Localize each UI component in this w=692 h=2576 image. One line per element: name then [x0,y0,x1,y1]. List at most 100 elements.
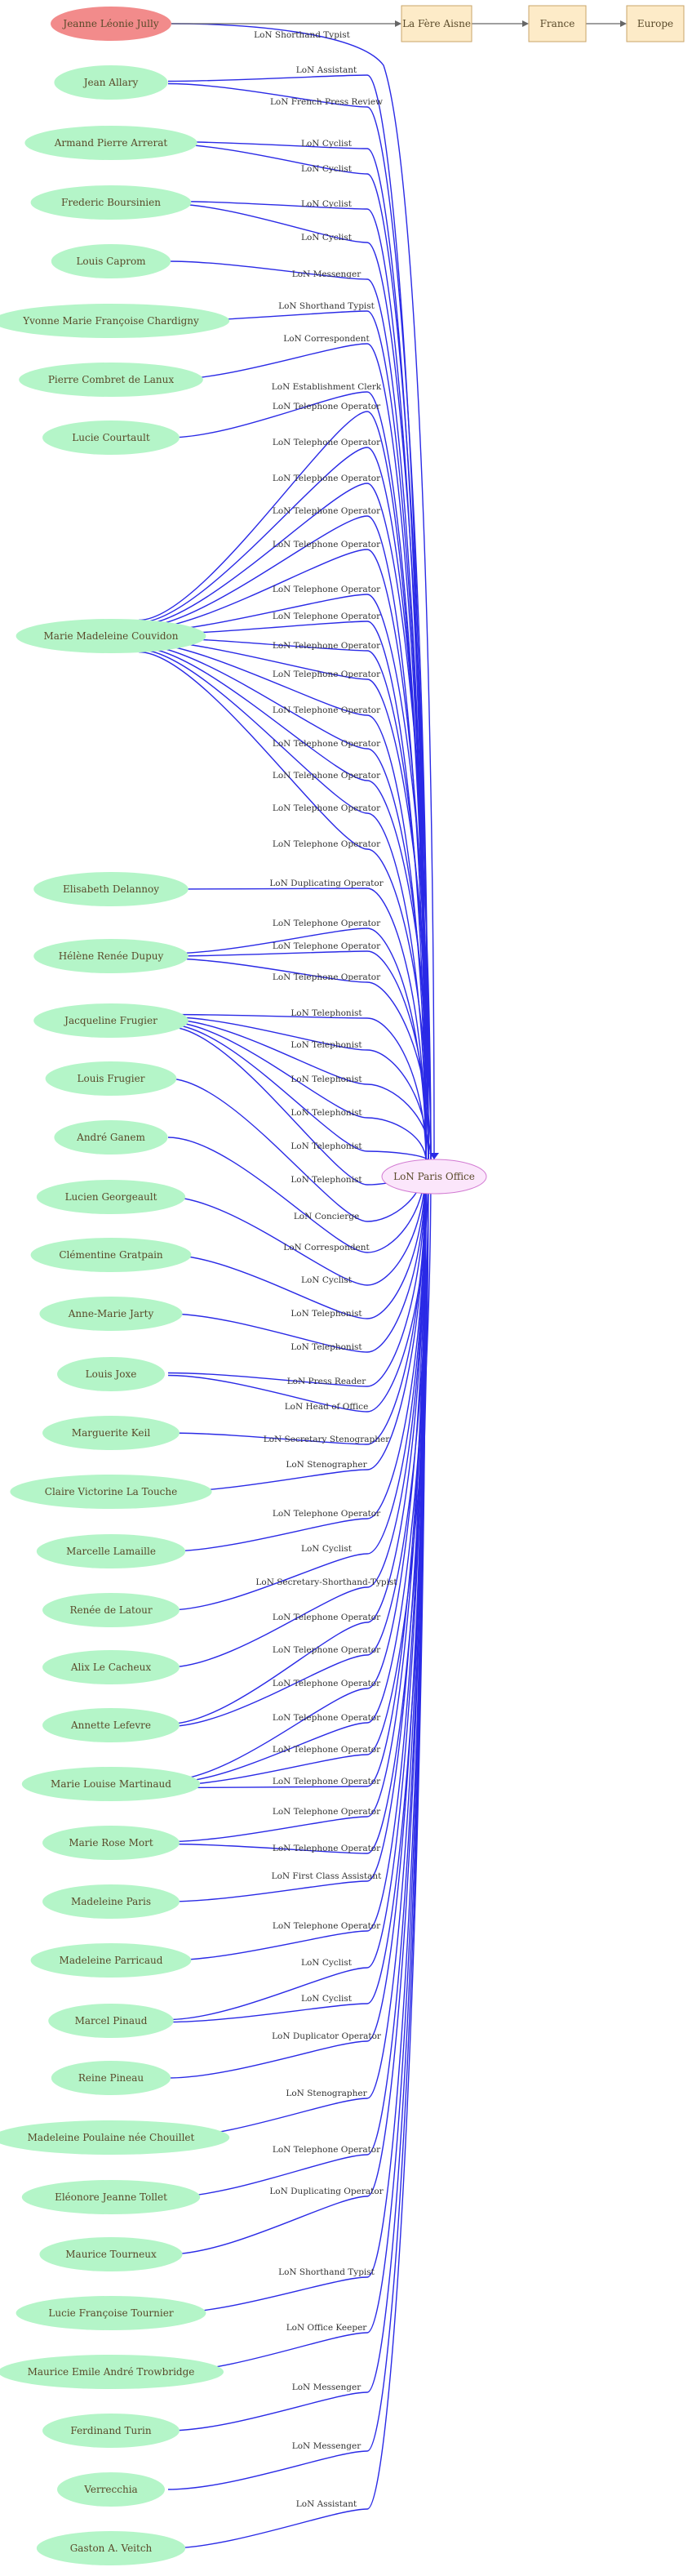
person-label: Yvonne Marie Françoise Chardigny [22,315,199,327]
person-node-madeleine-paris[interactable]: Madeleine Paris [42,1884,180,1919]
person-node-marie-louise-martinaud[interactable]: Marie Louise Martinaud [21,1767,201,1801]
person-node-alix-le-cacheux[interactable]: Alix Le Cacheux [42,1650,180,1684]
person-ellipse [19,363,203,397]
person-node-el-onore-jeanne-tollet[interactable]: Eléonore Jeanne Tollet [21,2180,201,2214]
edge-label-marie-rose-mort-0: LoN Telephone Operator [273,1807,381,1817]
edge-focus-person [171,23,435,1160]
person-node-cl-mentine-gratpain[interactable]: Clémentine Gratpain [30,1238,192,1272]
person-ellipse [21,1767,201,1801]
place-edges-layer [171,20,627,27]
edge-label-elisabeth-delannoy-0: LoN Duplicating Operator [269,879,384,888]
place-node-europe[interactable]: Europe [626,5,685,42]
person-label: Madeleine Paris [71,1896,151,1907]
edge-label-maurice-emile-andr-trowbridge-0: LoN Office Keeper [286,2323,368,2333]
person-node-marcel-pinaud[interactable]: Marcel Pinaud [48,2004,174,2038]
person-node-maurice-emile-andr-trowbridge[interactable]: Maurice Emile André Trowbridge [0,2355,224,2389]
edge-marie-madeleine-couvidon-8 [138,638,432,1162]
person-node-ren-e-de-latour[interactable]: Renée de Latour [42,1593,180,1627]
edge-jacqueline-frugier-2 [167,1018,432,1162]
person-label: Annette Lefevre [70,1720,151,1731]
place-node-france[interactable]: France [528,5,587,42]
person-node-ferdinand-turin[interactable]: Ferdinand Turin [42,2414,180,2448]
edge-label-lucie-fran-oise-tournier-0: LoN Shorthand Typist [278,2267,375,2277]
person-node-louis-frugier[interactable]: Louis Frugier [45,1061,177,1096]
office-node[interactable]: LoN Paris Office [381,1159,487,1195]
person-label: André Ganem [76,1132,145,1143]
person-node-marcelle-lamaille[interactable]: Marcelle Lamaille [36,1534,186,1568]
person-node-marguerite-keil[interactable]: Marguerite Keil [42,1416,180,1450]
edge-label-marie-louise-martinaud-2: LoN Telephone Operator [273,1745,381,1755]
edge-label-madeleine-poulaine-n-e-chouillet-0: LoN Stenographer [286,2089,367,2098]
person-ellipse [48,2004,174,2038]
person-node-madeleine-parricaud[interactable]: Madeleine Parricaud [30,1943,192,1978]
person-node-elisabeth-delannoy[interactable]: Elisabeth Delannoy [33,872,189,906]
person-node-marie-madeleine-couvidon[interactable]: Marie Madeleine Couvidon [16,619,206,653]
edge-lucie-fran-oise-tournier-0 [167,1160,427,2314]
person-ellipse [54,65,168,100]
person-label: Maurice Emile André Trowbridge [28,2366,195,2378]
edge-marie-louise-martinaud-3 [167,1160,427,1789]
place-label-europe: Europe [637,18,673,29]
edge-el-onore-jeanne-tollet-0 [167,1160,427,2198]
person-node-lucie-courtault[interactable]: Lucie Courtault [42,420,180,455]
edge-marcelle-lamaille-0 [167,1160,427,1552]
edge-andr-ganem-0 [167,1137,427,1253]
edge-label-marie-madeleine-couvidon-13: LoN Telephone Operator [273,839,381,849]
edge-label-marguerite-keil-0: LoN Secretary Stenographer [264,1435,391,1444]
person-node-jean-allary[interactable]: Jean Allary [54,65,168,100]
person-node-claire-victorine-la-touche[interactable]: Claire Victorine La Touche [10,1475,212,1509]
person-label: Frederic Boursinien [61,197,161,208]
person-node-lucien-georgeault[interactable]: Lucien Georgeault [36,1180,186,1214]
person-node-h-l-ne-ren-e-dupuy[interactable]: Hélène Renée Dupuy [33,939,189,973]
edge-marie-louise-martinaud-1 [167,1160,429,1784]
person-node-annette-lefevre[interactable]: Annette Lefevre [42,1708,180,1742]
person-node-frederic-boursinien[interactable]: Frederic Boursinien [30,185,192,220]
person-label: Armand Pierre Arrerat [54,137,168,149]
person-node-louis-joxe[interactable]: Louis Joxe [57,1357,165,1391]
edge-madeleine-poulaine-n-e-chouillet-0 [167,1160,427,2138]
person-label: Clémentine Gratpain [59,1249,163,1261]
person-node-maurice-tourneux[interactable]: Maurice Tourneux [39,2237,183,2271]
edge-marie-madeleine-couvidon-10 [138,643,429,1162]
person-node-lucie-fran-oise-tournier[interactable]: Lucie Françoise Tournier [16,2296,206,2330]
edge-label-louis-joxe-1: LoN Head of Office [285,1402,369,1412]
edge-frederic-boursinien-0 [167,200,427,1162]
edge-label-marie-madeleine-couvidon-1: LoN Telephone Operator [273,438,381,447]
person-node-reine-pineau[interactable]: Reine Pineau [51,2061,171,2095]
person-node-verrecchia[interactable]: Verrecchia [57,2472,165,2507]
focus-person-node[interactable]: Jeanne Léonie Jully [51,7,171,41]
person-label: Lucie Françoise Tournier [48,2307,173,2319]
person-label: Marie Louise Martinaud [51,1778,171,1790]
person-node-jacqueline-frugier[interactable]: Jacqueline Frugier [33,1003,189,1038]
edge-label-marie-rose-mort-1: LoN Telephone Operator [273,1844,381,1853]
edge-label-jacqueline-frugier-0: LoN Telephonist [291,1008,362,1018]
edge-marguerite-keil-0 [167,1160,427,1445]
edge-marie-madeleine-couvidon-13 [138,651,429,1162]
person-node-gaston-a-veitch[interactable]: Gaston A. Veitch [36,2531,186,2565]
edge-label-marie-louise-martinaud-1: LoN Telephone Operator [273,1713,381,1723]
person-node-andr-ganem[interactable]: André Ganem [54,1120,168,1155]
edge-label-annette-lefevre-0: LoN Telephone Operator [273,1613,381,1622]
person-node-pierre-combret-de-lanux[interactable]: Pierre Combret de Lanux [19,363,203,397]
person-node-yvonne-marie-fran-oise-chardigny[interactable]: Yvonne Marie Françoise Chardigny [0,304,230,338]
edge-marie-madeleine-couvidon-2 [138,483,432,1162]
person-node-marie-rose-mort[interactable]: Marie Rose Mort [42,1826,180,1860]
edge-label-louis-caprom-0: LoN Messenger [292,269,362,279]
person-ellipse [30,1943,192,1978]
person-node-madeleine-poulaine-n-e-chouillet[interactable]: Madeleine Poulaine née Chouillet [0,2120,230,2155]
person-ellipse [36,1534,186,1568]
edge-label-marie-madeleine-couvidon-9: LoN Telephone Operator [273,705,381,715]
edge-label-madeleine-paris-0: LoN First Class Assistant [272,1871,383,1881]
edge-cl-mentine-gratpain-0 [167,1160,427,1319]
person-label: Verrecchia [83,2484,137,2495]
edge-marcel-pinaud-0 [167,1160,427,2021]
person-ellipse [39,2237,183,2271]
person-ellipse [10,1475,212,1509]
person-label: Madeleine Poulaine née Chouillet [28,2132,195,2143]
person-node-anne-marie-jarty[interactable]: Anne-Marie Jarty [39,1297,183,1331]
place-node-la-fere[interactable]: La Fère Aisne [401,5,472,42]
edge-label-marie-madeleine-couvidon-4: LoN Telephone Operator [273,540,381,549]
edge-person-to-la-fere-arrowhead [395,20,401,27]
person-node-louis-caprom[interactable]: Louis Caprom [51,244,171,278]
person-node-armand-pierre-arrerat[interactable]: Armand Pierre Arrerat [24,126,197,160]
